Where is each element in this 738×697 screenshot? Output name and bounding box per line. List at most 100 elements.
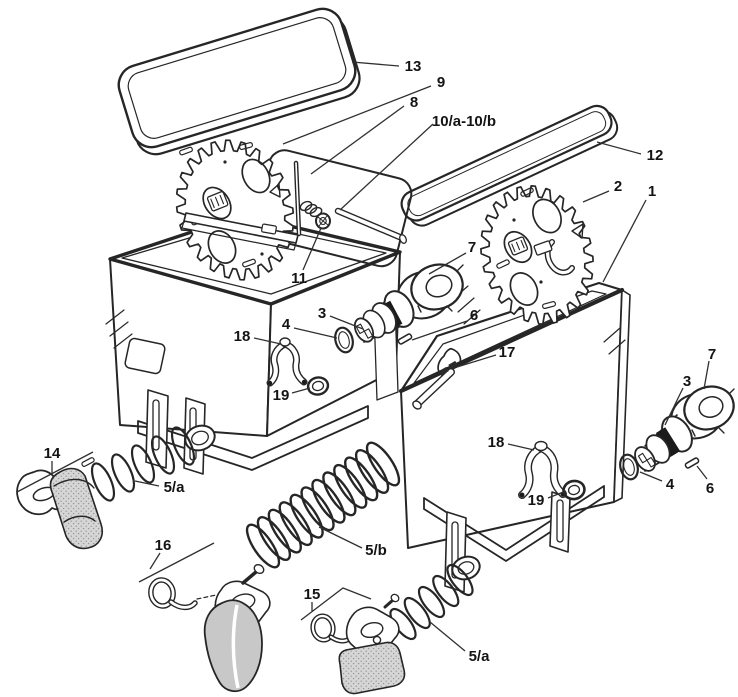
leader-line [318,526,363,549]
leader-line [291,387,311,394]
part-label-2: 2 [614,178,622,195]
leader-line [16,451,94,493]
part-label-10-a-10-b: 10/a-10/b [432,113,496,130]
drive-rod [334,207,407,244]
clip-18-left [266,337,308,387]
leader-line [282,85,432,145]
spring-coil [344,456,379,502]
leader-line [300,587,372,621]
part-label-8: 8 [410,94,418,111]
leader-line [696,465,708,480]
rotation-arrow [571,223,584,239]
leader-line [310,105,405,175]
part-label-6: 6 [706,480,714,497]
right-gear [480,185,594,325]
right-lid [400,104,619,227]
leader-line [602,199,647,283]
hanger-group-15 [310,593,406,695]
o-ring-4-left [334,326,354,354]
leader-line [134,480,160,487]
part-label-16: 16 [155,537,172,554]
pivot-pin [295,162,300,235]
spring-coil [417,585,446,619]
leader-line [293,327,338,339]
left-lid [117,7,361,156]
leader-line [329,315,364,330]
knob-7-right [670,385,735,440]
part-label-4: 4 [282,316,291,333]
spring-coil [322,471,357,517]
leader-line [149,552,161,570]
coupling-body-3-left [353,290,415,343]
part-label-7: 7 [708,346,716,363]
left-outlet-spout [184,424,216,452]
leader-line [596,141,642,155]
leader-line [138,542,215,583]
spring-coil [446,563,474,597]
left-coupling [334,263,464,354]
spring-coil [278,501,313,547]
leader-line [302,227,322,271]
part-label-12: 12 [647,147,664,164]
coupling-body-3-right [634,414,693,472]
spring-coil [403,596,431,630]
leader-line [253,337,282,345]
leader-line [456,354,497,368]
clamp-group-14 [16,457,104,550]
part-label-5-b: 5/b [365,542,387,559]
leader-line [582,190,610,203]
rod-17 [412,347,462,410]
spring-coil [365,441,401,487]
screw-11 [315,212,331,230]
leader-line [639,471,663,482]
part-label-3: 3 [318,305,326,322]
right-outlet-spout [451,555,481,581]
spring-coil [170,426,196,466]
spring-coil [130,444,156,484]
spring-coil [90,462,116,502]
hanger-group-16 [148,563,271,693]
part-label-7: 7 [468,239,476,256]
pin-6-right [684,457,700,469]
leader-line [507,443,535,451]
part-label-1: 1 [648,183,656,200]
part-label-9: 9 [437,74,445,91]
part-label-3: 3 [683,373,691,390]
part-label-5-a: 5/a [164,479,186,496]
spring-5a-left [90,426,196,502]
spring-5a-bottom-right [389,563,474,641]
left-gear [175,139,299,281]
part-label-14: 14 [44,445,61,462]
spring-coil [150,435,176,475]
leader-line [428,252,467,275]
leader-line [547,490,567,499]
part-label-18: 18 [234,328,251,345]
pin-6-left [397,333,413,345]
right-housing [398,281,631,593]
spring-coil [110,453,136,493]
spring-coil [256,516,292,562]
part-label-19: 19 [273,387,290,404]
leader-line [411,320,468,341]
leader-line [429,621,466,652]
part-label-5-a: 5/a [469,648,491,665]
leader-line [351,61,400,67]
spring-coil [354,448,390,494]
clip-18-right [518,440,567,499]
spring-coil [333,463,368,509]
leader-line [703,360,710,390]
part-label-13: 13 [405,58,422,75]
spring-coil [300,486,335,532]
left-housing [105,213,402,475]
part-label-19: 19 [528,492,545,509]
spring-coil [245,523,281,569]
o-ring-4-right [619,453,639,481]
part-label-15: 15 [304,586,321,603]
part-label-6: 6 [470,307,478,324]
part-label-11: 11 [291,270,307,287]
leader-line [339,123,434,211]
spring-coil [289,493,324,539]
